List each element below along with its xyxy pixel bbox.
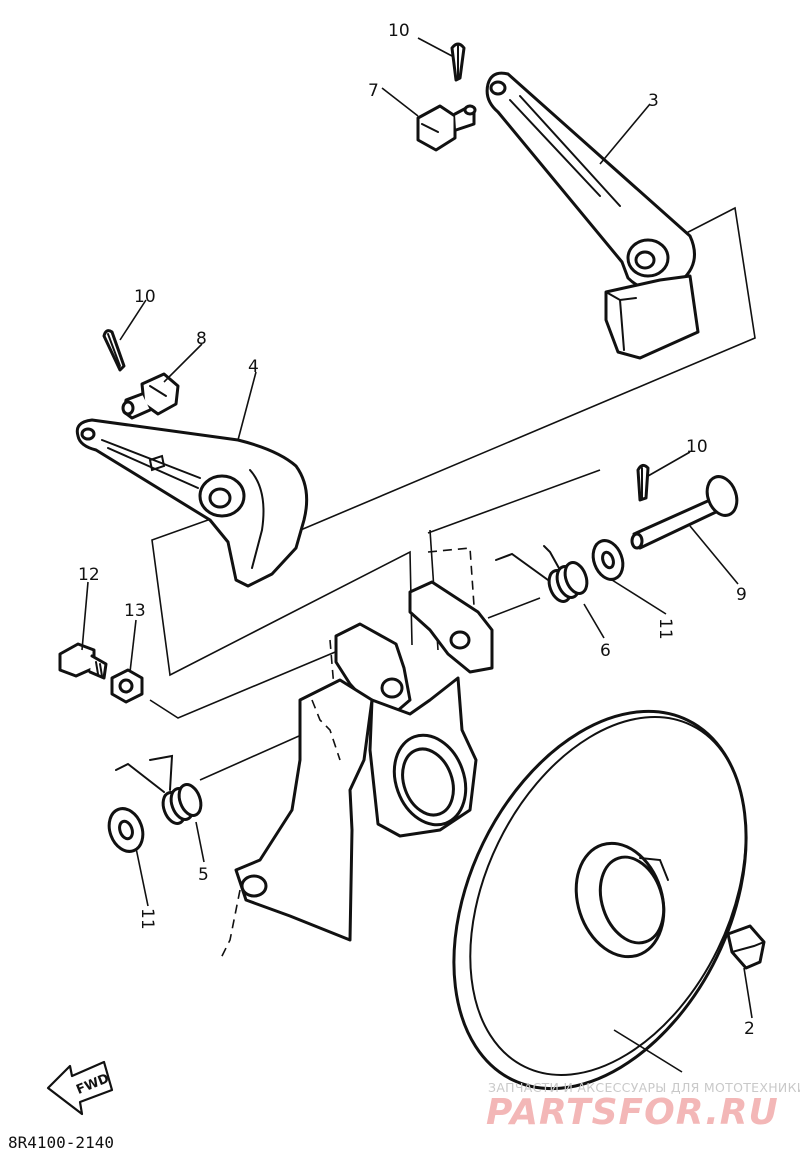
callout-labels: 10 7 3 10 8 4 10 9 12 13 6 11 5 11 2 <box>78 21 755 1039</box>
callout-5: 5 <box>198 865 209 885</box>
joint-part-8 <box>121 372 180 420</box>
arm-part-3 <box>485 71 700 360</box>
callout-10-top: 10 <box>388 21 410 41</box>
callout-13: 13 <box>124 601 146 621</box>
callout-9: 9 <box>736 585 747 605</box>
watermark-tagline: ЗАПЧАСТИ И АКСЕССУАРЫ ДЛЯ МОТОТЕХНИКИ <box>488 1080 800 1095</box>
washer-part-11-left <box>107 807 145 853</box>
pin-part-9 <box>630 475 739 550</box>
watermark: ЗАПЧАСТИ И АКСЕССУАРЫ ДЛЯ МОТОТЕХНИКИ PA… <box>486 1080 800 1133</box>
diagram-code: 8R4100-2140 <box>8 1133 114 1152</box>
washer-part-11-right <box>591 539 625 581</box>
callout-6: 6 <box>600 641 611 661</box>
joint-part-7 <box>416 104 477 152</box>
bracket-body <box>219 580 494 961</box>
callout-3: 3 <box>648 91 659 111</box>
fwd-arrow-icon: FWD <box>46 1060 114 1116</box>
callout-8: 8 <box>196 329 207 349</box>
cotter-pin-right <box>636 463 650 502</box>
callout-10-right: 10 <box>686 437 708 457</box>
nut-part-13 <box>110 668 144 704</box>
cotter-pin-top <box>450 42 466 82</box>
callout-2: 2 <box>744 1019 755 1039</box>
callout-4: 4 <box>248 357 259 377</box>
spring-part-5 <box>115 754 203 825</box>
key-part-2 <box>726 924 766 970</box>
bolt-part-12 <box>58 642 108 680</box>
callout-11-left: 11 <box>137 908 157 930</box>
cotter-pin-left <box>102 329 126 372</box>
callout-7: 7 <box>368 81 379 101</box>
watermark-brand: PARTSFOR.RU <box>486 1092 779 1133</box>
leader-lines <box>81 37 753 1073</box>
callout-12: 12 <box>78 565 100 585</box>
callout-10-left: 10 <box>134 287 156 307</box>
sheave-disc <box>452 709 748 1091</box>
callout-11-right: 11 <box>655 618 675 640</box>
arm-part-4 <box>75 418 309 588</box>
spring-part-6 <box>495 545 589 603</box>
